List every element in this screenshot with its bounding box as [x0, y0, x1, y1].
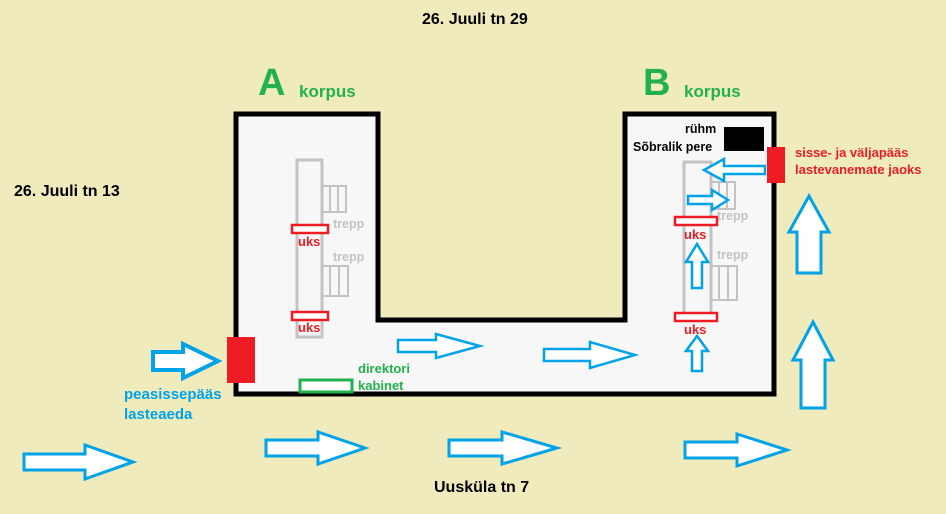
- door-b-lower: [673, 311, 719, 323]
- door-label: uks: [298, 320, 321, 335]
- building-outline: [233, 111, 777, 397]
- group-label-1: rühm: [685, 122, 717, 136]
- arrow-right-icon: [151, 340, 223, 382]
- building-a-letter: A: [258, 62, 286, 104]
- street-label-bottom: Uusküla tn 7: [434, 479, 530, 496]
- stairs-label: trepp: [333, 217, 365, 231]
- street-label-left: 26. Juuli tn 13: [14, 183, 120, 200]
- door-b-upper: [673, 215, 719, 227]
- door-a-upper: [290, 223, 330, 235]
- building-b-word: korpus: [684, 82, 741, 101]
- arrow-left-icon: [701, 156, 767, 184]
- parent-entrance-label-2: lastevanemate jaoks: [795, 162, 922, 177]
- arrow-right-icon: [396, 332, 485, 360]
- door-label: uks: [298, 234, 321, 249]
- group-label-2: Sõbralik pere: [633, 140, 713, 154]
- arrow-right-icon: [542, 340, 640, 370]
- arrow-right-icon: [683, 431, 792, 469]
- building-b-letter: B: [643, 62, 671, 104]
- main-entrance-label-2: lasteaeda: [124, 406, 193, 423]
- group-room-block: [724, 127, 764, 151]
- stairs-icon: [321, 185, 349, 297]
- stairs-label: trepp: [717, 209, 749, 223]
- door-label: uks: [684, 322, 707, 337]
- arrow-up-icon: [790, 318, 836, 410]
- street-label-top: 26. Juuli tn 29: [422, 11, 528, 28]
- arrow-right-icon: [264, 429, 370, 467]
- building-a-word: korpus: [299, 82, 356, 101]
- arrow-up-icon: [683, 241, 711, 290]
- parent-entrance-label-1: sisse- ja väljapääs: [795, 145, 909, 160]
- main-entrance-door: [227, 337, 255, 383]
- arrow-right-icon: [447, 430, 563, 466]
- main-entrance-label-1: peasissepääs: [124, 386, 222, 403]
- stairs-label: trepp: [717, 248, 749, 262]
- director-office: [298, 378, 354, 394]
- director-label-2: kabinet: [358, 378, 404, 393]
- stairs-label: trepp: [333, 250, 365, 264]
- director-label-1: direktori: [358, 361, 411, 376]
- corridor-a: [295, 158, 324, 339]
- arrow-up-icon: [786, 192, 832, 275]
- arrow-up-icon: [683, 333, 711, 373]
- door-a-lower: [290, 310, 330, 322]
- parent-entrance-door: [767, 147, 785, 183]
- arrow-right-icon: [686, 187, 731, 213]
- arrow-right-icon: [22, 442, 138, 482]
- door-label: uks: [684, 227, 707, 242]
